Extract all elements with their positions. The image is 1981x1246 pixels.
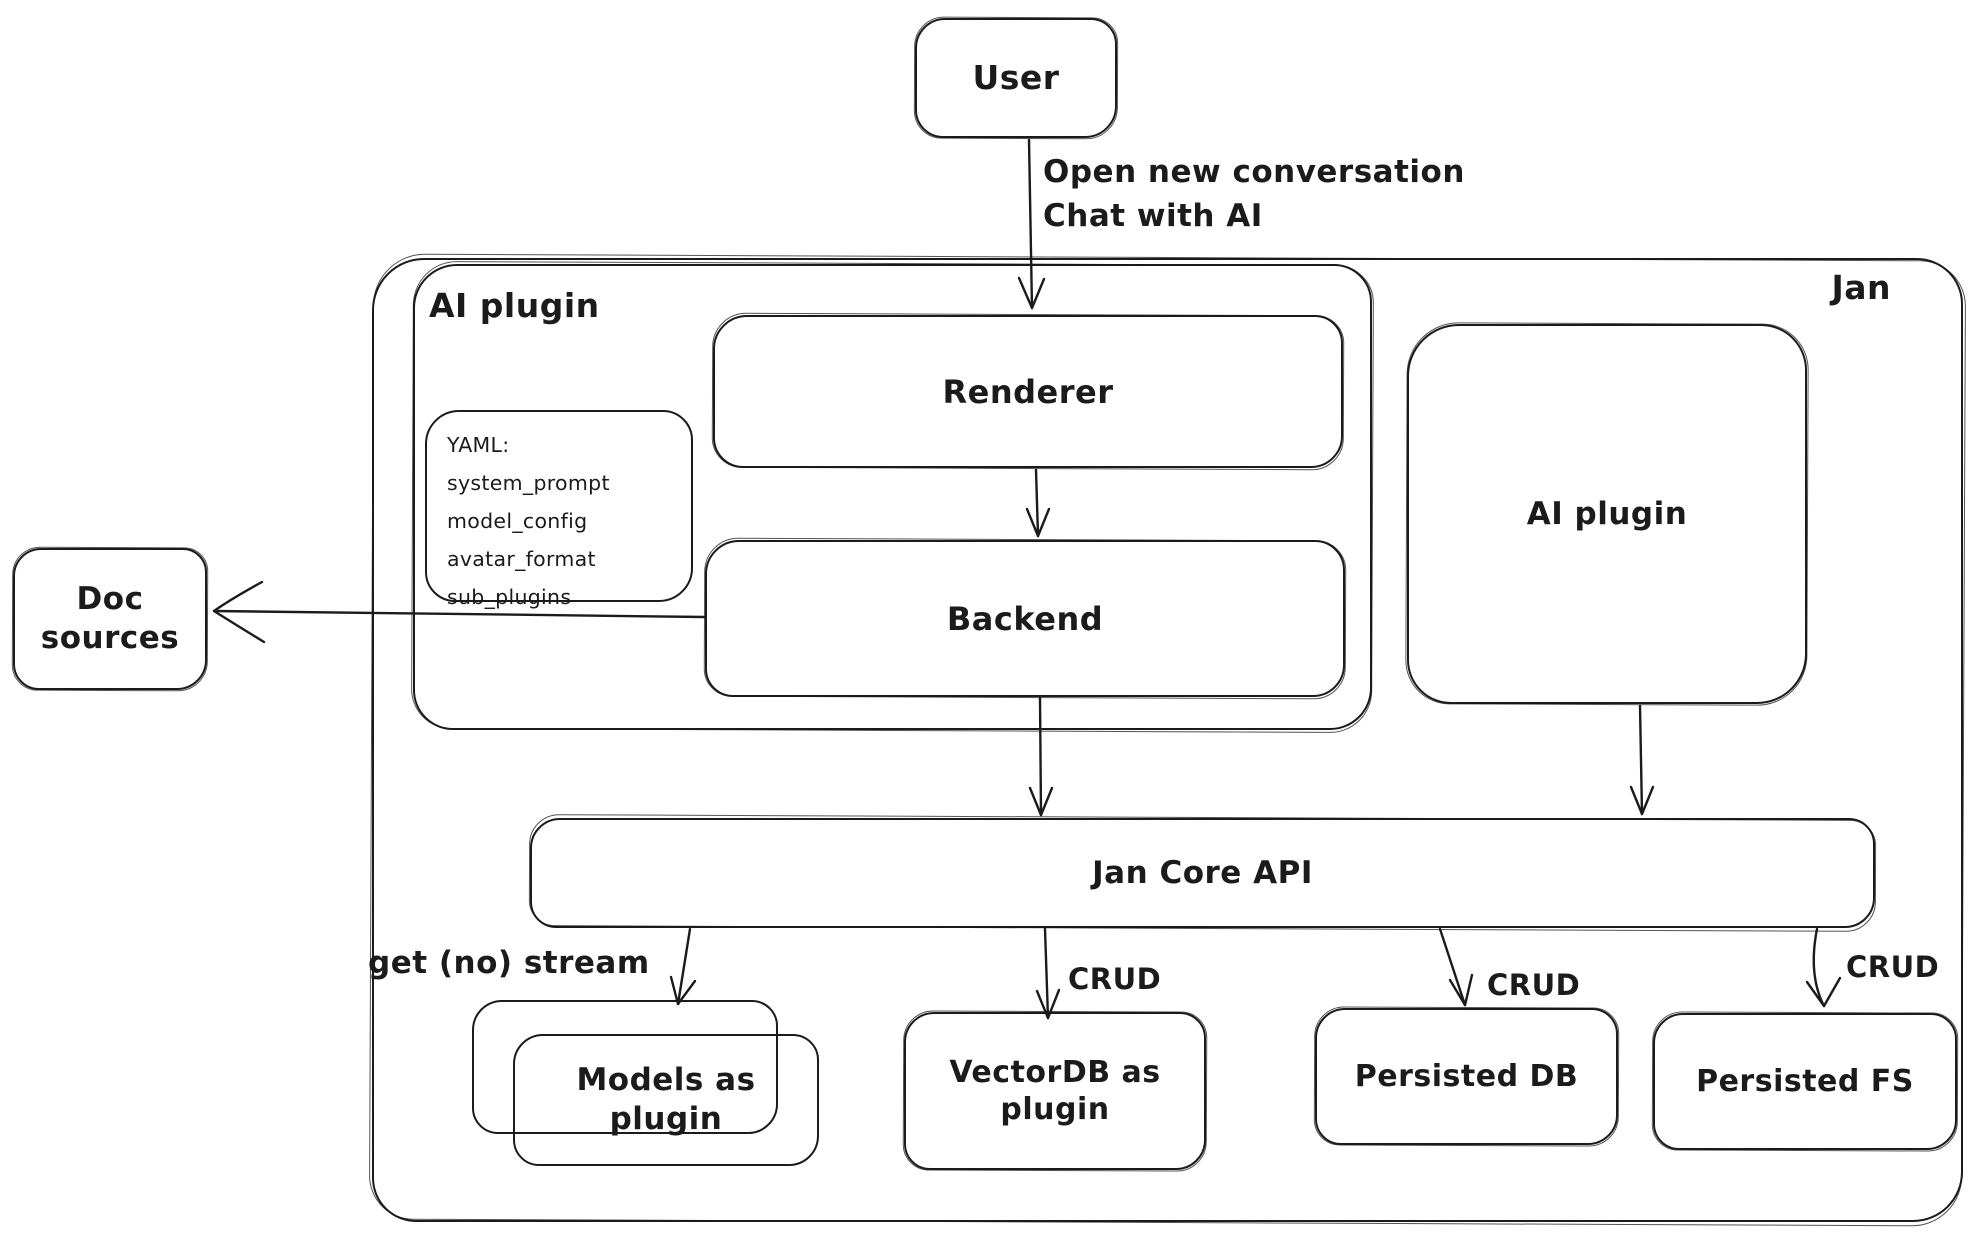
yaml-line: avatar_format [447,547,596,571]
jan-container-label: Jan [1831,268,1891,307]
yaml-line: system_prompt [447,471,610,495]
ai-plugin-container: AI plugin [413,264,1372,730]
jan-container: Jan [372,258,1963,1222]
yaml-line: sub_plugins [447,585,572,609]
persisted-fs-node-label: Persisted FS [1696,1063,1914,1099]
doc-sources-node: Doc sources [13,548,207,690]
yaml-note-lines: YAML: system_prompt model_config avatar_… [427,412,610,616]
vectordb-as-plugin-node-label: VectorDB as plugin [949,1054,1161,1128]
persisted-fs-node: Persisted FS [1653,1013,1957,1150]
persisted-db-node: Persisted DB [1315,1008,1618,1145]
edge-label-crud-persisted-fs: CRUD [1846,950,1940,984]
user-node-label: User [972,58,1060,98]
ai-plugin-node: AI plugin [1407,324,1807,704]
edge-label-crud-persisted-db: CRUD [1487,968,1581,1002]
persisted-db-node-label: Persisted DB [1354,1058,1579,1094]
jan-core-api-node: Jan Core API [530,818,1875,928]
doc-sources-node-label: Doc sources [40,581,180,656]
ai-plugin-container-label: AI plugin [429,286,600,325]
jan-core-api-node-label: Jan Core API [1092,854,1313,891]
models-stack-back-card [472,1000,778,1134]
models-as-plugin-node-label: Models as plugin [576,1062,756,1137]
yaml-line: YAML: [447,433,510,457]
vectordb-as-plugin-node: VectorDB as plugin [904,1012,1206,1170]
renderer-node-label: Renderer [942,372,1114,411]
models-as-plugin-node: Models as plugin [513,1034,819,1166]
yaml-note: YAML: system_prompt model_config avatar_… [425,410,693,609]
backend-node-label: Backend [946,599,1104,638]
edge-label-crud-vectordb: CRUD [1068,962,1162,996]
renderer-node: Renderer [713,315,1343,468]
ai-plugin-node-label: AI plugin [1526,495,1688,532]
user-node: User [915,18,1117,138]
edge-label-get-no-stream: get (no) stream [368,945,650,981]
edge-label-user-to-renderer: Open new conversation Chat with AI [1043,154,1465,234]
yaml-line: model_config [447,509,588,533]
backend-node: Backend [705,540,1345,697]
